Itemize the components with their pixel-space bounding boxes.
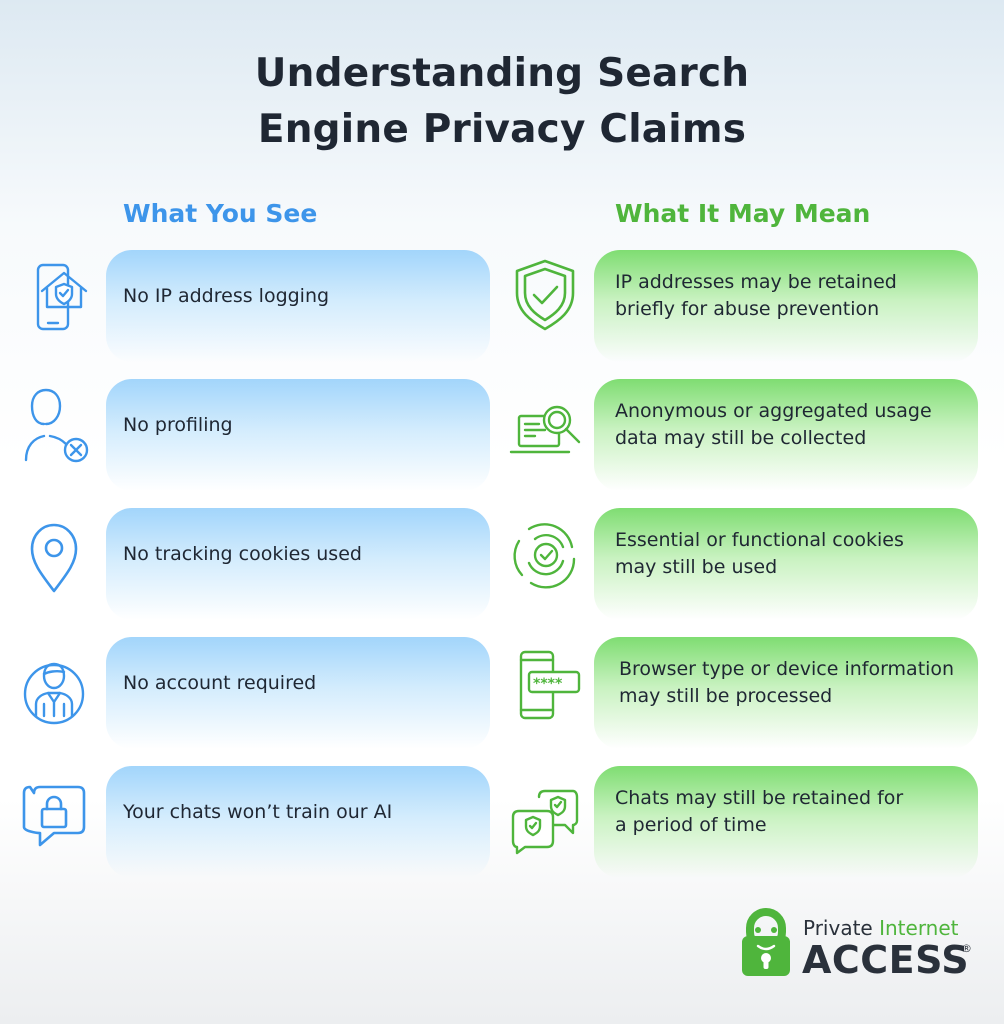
person-circle-icon: [20, 642, 90, 725]
padlock-icon: [742, 908, 790, 976]
see-text: No account required: [123, 671, 317, 694]
mean-card: Chats may still be retained for a period…: [594, 766, 978, 878]
logo-word-access: ACCESS: [802, 938, 970, 982]
fingerprint-check-icon: [509, 513, 579, 589]
logo-wordmark-top: Private Internet: [803, 916, 959, 940]
location-pin-icon: [20, 513, 90, 593]
title-line-2: Engine Privacy Claims: [257, 107, 747, 152]
mean-card: Anonymous or aggregated usage data may s…: [594, 379, 978, 491]
logo-word-private: Private: [803, 916, 873, 940]
mean-text: Anonymous or aggregated usage data may s…: [615, 400, 932, 449]
mean-card: IP addresses may be retained briefly for…: [594, 250, 978, 362]
see-card: No IP address logging: [106, 250, 490, 362]
mean-text: Essential or functional cookies may stil…: [615, 529, 904, 578]
claim-row: No tracking cookies used Essential or fu…: [0, 508, 1004, 620]
see-card: No tracking cookies used: [106, 508, 490, 620]
title-line-1: Understanding Search: [254, 51, 750, 96]
right-column-header: What It May Mean: [615, 199, 871, 228]
see-text: Your chats won’t train our AI: [123, 800, 393, 823]
mean-text: Browser type or device information may s…: [619, 658, 955, 707]
user-x-icon: [20, 384, 90, 463]
claim-row: No account required **** Browser type or…: [0, 637, 1004, 749]
mean-card: Browser type or device information may s…: [594, 637, 978, 749]
see-card: No profiling: [106, 379, 490, 491]
page-title: Understanding Search Engine Privacy Clai…: [0, 46, 1004, 158]
shield-check-icon: [509, 255, 579, 331]
phone-home-shield-icon: [20, 255, 90, 331]
see-text: No IP address logging: [123, 284, 330, 307]
claim-row: No profiling Anonymous or aggregated usa…: [0, 379, 1004, 491]
mean-text: Chats may still be retained for a period…: [615, 787, 904, 836]
chat-bubbles-shield-icon: [509, 771, 579, 855]
logo-word-internet: Internet: [879, 916, 959, 940]
claim-row: Your chats won’t train our AI Chats may …: [0, 766, 1004, 878]
mean-text: IP addresses may be retained briefly for…: [615, 271, 897, 320]
claim-row: No IP address logging IP addresses may b…: [0, 250, 1004, 362]
registered-mark: ®: [961, 942, 972, 955]
laptop-magnifier-icon: [509, 384, 581, 454]
pia-logo: Private Internet ACCESS ®: [740, 908, 980, 982]
svg-text:****: ****: [533, 676, 563, 692]
see-card: No account required: [106, 637, 490, 749]
phone-password-icon: ****: [509, 642, 581, 720]
see-text: No tracking cookies used: [123, 542, 362, 565]
mean-card: Essential or functional cookies may stil…: [594, 508, 978, 620]
chat-lock-icon: [20, 771, 90, 847]
see-card: Your chats won’t train our AI: [106, 766, 490, 878]
see-text: No profiling: [123, 413, 233, 436]
left-column-header: What You See: [123, 199, 318, 228]
